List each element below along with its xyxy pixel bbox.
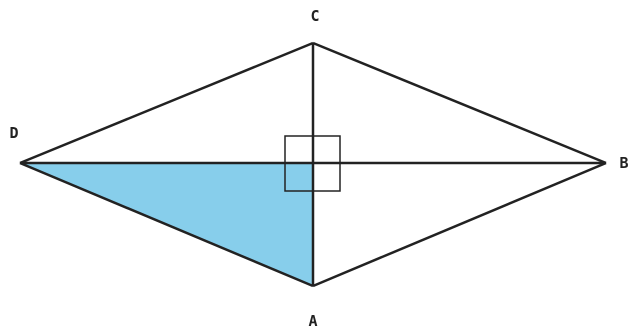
right-angle-marker — [284, 135, 341, 192]
vertex-label-c: C — [310, 7, 319, 25]
side-dc — [19, 41, 314, 165]
vertex-label-b: B — [619, 154, 628, 172]
side-ba — [312, 161, 607, 288]
side-ad — [19, 161, 314, 288]
side-cb — [312, 41, 607, 165]
vertex-label-d: D — [9, 124, 18, 142]
vertex-label-a: A — [308, 312, 317, 330]
